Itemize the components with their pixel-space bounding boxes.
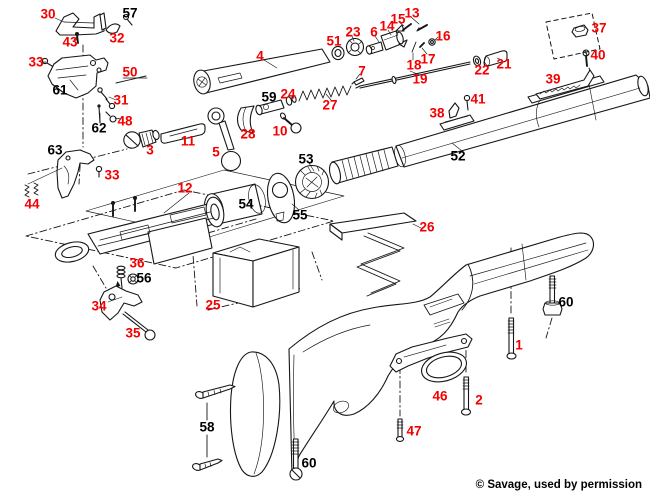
- part-27-mainspring: [298, 85, 352, 102]
- part-4-bolt-body: [193, 48, 331, 95]
- part-60-forend-screw: [542, 275, 563, 316]
- part-3-cocking-piece-screw: [123, 129, 160, 149]
- part-28-cocking-sleeve: [236, 105, 255, 134]
- receiver-mount-screws: [111, 196, 137, 217]
- part-48-screw: [105, 111, 117, 123]
- part-19-firing-pin-rod: [355, 61, 471, 89]
- part-37-dummy-plug: [545, 12, 601, 60]
- part-6-bolt-head: [365, 41, 384, 55]
- part-55-recoil-lug: [266, 172, 296, 224]
- part-23-bolt-baffle: [345, 37, 365, 57]
- part-33-screw-lower: [95, 165, 103, 178]
- part-39-rear-sight: [527, 69, 605, 121]
- part-25-magazine-box: [212, 238, 300, 308]
- part-26-follower-spring: [329, 212, 417, 297]
- part-17-pin: [419, 42, 425, 48]
- part-53-barrel-lock-nut: [294, 164, 330, 200]
- part-10-pin: [279, 112, 302, 134]
- part-57-screw: [122, 13, 133, 26]
- part-24-washers: [285, 95, 297, 106]
- part-63-trigger-sear: [56, 149, 95, 199]
- part-12-receiver: [54, 196, 225, 265]
- part-7-firing-pin-tip: [351, 77, 365, 86]
- copyright-text: © Savage, used by permission: [475, 479, 642, 491]
- part-18-pin: [411, 41, 417, 53]
- part-21-spring-cup: [483, 50, 508, 67]
- part-50-pin: [115, 75, 147, 84]
- part-41-sight-screw: [463, 94, 471, 111]
- part-56-latch-button: [127, 273, 139, 285]
- part-36-latch-spring: [115, 265, 126, 297]
- part-59-cocking-piece: [255, 99, 285, 116]
- part-61-sear-bracket: [47, 54, 109, 99]
- part-2-action-screw: [460, 376, 472, 416]
- part-1-action-screw: [506, 317, 517, 360]
- part-5-bolt-handle: [207, 107, 242, 172]
- barrel-threaded-section: [328, 146, 399, 185]
- part-47-stud-screw: [395, 418, 405, 442]
- part-32-lever: [105, 23, 121, 34]
- part-14-bolt-head-body: [380, 24, 408, 51]
- part-38-front-sight: [439, 102, 475, 131]
- part-60-butt-screw: [289, 438, 303, 481]
- leader-lines: [40, 16, 503, 458]
- part-46-trigger-guard: [389, 333, 473, 383]
- part-43-pin: [75, 32, 79, 44]
- part-13-pin: [416, 24, 428, 32]
- part-31-screws: [97, 87, 116, 110]
- part-11-bolt-sleeve: [160, 123, 206, 144]
- part-16-ring: [428, 38, 436, 46]
- part-52-barrel: [394, 74, 650, 168]
- part-44-springs: [24, 167, 63, 198]
- part-34-magazine-latch: [99, 285, 143, 321]
- recoil-pad: [229, 351, 281, 477]
- part-51-washer: [331, 45, 345, 61]
- part-22-washer: [472, 55, 482, 67]
- part-30-cocking-rail: [55, 12, 107, 36]
- part-58-buttplate-screws: [191, 384, 236, 471]
- part-35-latch-screw: [122, 311, 156, 341]
- part-15-pin: [402, 23, 412, 31]
